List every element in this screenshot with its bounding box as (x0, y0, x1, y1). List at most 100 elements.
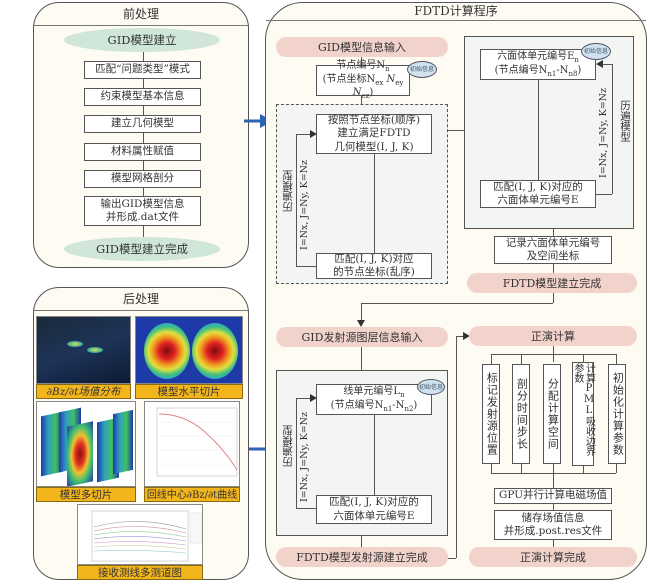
horizontal-slice-image (135, 316, 243, 384)
hex-sub-b: n8 (568, 69, 578, 78)
line-el-line2: (节点编号Nn1-Nn2) (331, 400, 418, 414)
initial-info-badge-2: 初始信息 (581, 43, 611, 60)
line-el-line1: 线单元编号Ln (343, 386, 404, 400)
hex-line1: 六面体单元编号En (497, 51, 579, 65)
forward-calc: 正演计算 (469, 326, 637, 346)
match-hex-box: 匹配(I, J, K)对应的 六面体单元编号E (480, 180, 596, 208)
postprocessing-title: 后处理 (34, 288, 248, 311)
node-coord-y: N (386, 73, 396, 85)
connector (553, 504, 554, 510)
loop-line (296, 508, 316, 509)
build-fdtd-geometry-box: 按照节点坐标(顺序) 建立满足FDTD 几何模型(I, J, K) (316, 114, 432, 154)
forward-col-4: 计算PML吸收边界参数 (572, 362, 595, 466)
caption-multichannel: 接收测线多测道图 (77, 565, 203, 580)
caption-multi-slice: 模型多切片 (36, 487, 136, 502)
match-src-line2: 六面体单元编号E (333, 509, 415, 522)
traverse-label-1: 历遍模型 (282, 170, 294, 212)
connector (361, 57, 362, 65)
hex-sub-a: n1 (547, 69, 557, 78)
right-arrow-icon (463, 332, 470, 340)
pre-step-2: 约束模型基本信息 (84, 88, 201, 106)
line-element-box: 线单元编号Ln (节点编号Nn1-Nn2) (316, 384, 432, 415)
line-el-node-text: (节点编号N (330, 399, 384, 411)
down-arrow-icon (357, 320, 365, 327)
caption-field-dist: ∂Bz/∂t场值分布 (36, 384, 131, 399)
connector (361, 347, 362, 370)
match-node-line2: 的节点坐标(乱序) (333, 266, 415, 278)
source-done: FDTD模型发射源建立完成 (276, 547, 448, 567)
forward-done: 正演计算完成 (469, 547, 637, 567)
line-el-sub-b: n2 (404, 404, 414, 413)
node-number-line2: (节点坐标Nex Ney Nez) (317, 74, 409, 102)
store-line1: 储存场值信息 (521, 511, 585, 524)
node-number-box: 节点编号Nn (节点坐标Nex Ney Nez) (316, 60, 410, 100)
multichannel-image (77, 504, 203, 565)
connector (361, 303, 553, 304)
traverse-label-3: 历遍模型 (282, 425, 294, 467)
hex-element-box: 六面体单元编号En (节点编号Nn1-Nn8) (480, 49, 596, 80)
loop-line (612, 64, 613, 194)
connector (616, 464, 617, 473)
connector (361, 303, 362, 323)
build-line3: 几何模型(I, J, K) (334, 140, 414, 153)
traverse-label-2: 历遍模型 (619, 100, 631, 142)
connector (616, 354, 617, 364)
match-source-hex-box: 匹配(I, J, K)对应的 六面体单元编号E (316, 495, 432, 524)
loop-arrow-icon (310, 394, 317, 402)
connector (553, 264, 554, 273)
node-number-text: 节点编号N (336, 59, 386, 71)
store-field-box: 储存场值信息 并形成.post.res文件 (494, 510, 612, 540)
record-line2: 及空间坐标 (526, 250, 580, 262)
caption-center-curve: 回线中心∂Bz/∂t曲线 (144, 487, 240, 502)
loop-line (296, 266, 316, 267)
multichannel-plot (91, 510, 202, 562)
center-curve-image (144, 401, 240, 487)
loop-line (598, 64, 612, 65)
forward-col-3: 分配计算空间 (543, 364, 561, 464)
loop-condition-2: I=Nx, J=Ny, K=Nz (598, 88, 609, 179)
connector (374, 415, 375, 495)
node-coord-close: ) (369, 87, 374, 99)
connector (521, 464, 522, 473)
match-node-coord-box: 匹配(I, J, K)对应 的节点坐标(乱序) (316, 253, 432, 279)
loop-line (296, 134, 297, 266)
pre-step-6: 输出GID模型信息 并形成.dat文件 (84, 196, 201, 226)
field-spot (67, 341, 83, 347)
connector (553, 346, 554, 354)
initial-info-badge-3: 初始信息 (417, 379, 445, 395)
connector (553, 354, 554, 362)
connector (538, 80, 539, 180)
line-el-dash: -N (392, 399, 405, 411)
line-el-sub-a: n1 (383, 404, 393, 413)
gid-source-input: GID发射源图层信息输入 (276, 327, 448, 347)
line-el-close: ) (413, 399, 418, 411)
gid-info-input: GID模型信息输入 (276, 37, 448, 57)
node-coord-sub-z: ez (361, 92, 370, 101)
connector (583, 354, 584, 362)
loop-line (296, 398, 297, 508)
store-line2: 并形成.post.res文件 (503, 525, 603, 537)
connector (491, 464, 492, 473)
center-curve-plot (156, 407, 238, 477)
connector (553, 464, 554, 473)
build-line1: 按照节点坐标(顺序) (327, 114, 421, 127)
fdtd-title: FDTD计算程序 (266, 3, 646, 21)
pre-step-5: 模型网格剖分 (84, 170, 201, 188)
build-line2: 建立满足FDTD (337, 127, 411, 140)
node-coord-text: (节点坐标N (322, 73, 376, 85)
connector (374, 154, 375, 253)
line-el-text: 线单元编号L (343, 385, 401, 397)
hex-sub: n (574, 55, 579, 64)
hex-node-text: (节点编号N (494, 64, 548, 76)
hex-text: 六面体单元编号E (497, 50, 575, 62)
connector (521, 354, 522, 364)
preprocessing-title: 前处理 (34, 3, 248, 26)
loop-condition-1: I=Nx, J=Ny, K=Nz (299, 160, 310, 251)
record-hex-box: 记录六面体单元编号 及空间坐标 (494, 236, 612, 264)
field-spot (87, 347, 103, 353)
node-coord-sub-x: ex (375, 78, 384, 87)
connector (456, 336, 466, 337)
node-number-line1: 节点编号Nn (336, 60, 389, 74)
pre-step-6-line1: 输出GID模型信息 (100, 197, 185, 210)
node-coord-z: N (352, 87, 362, 99)
